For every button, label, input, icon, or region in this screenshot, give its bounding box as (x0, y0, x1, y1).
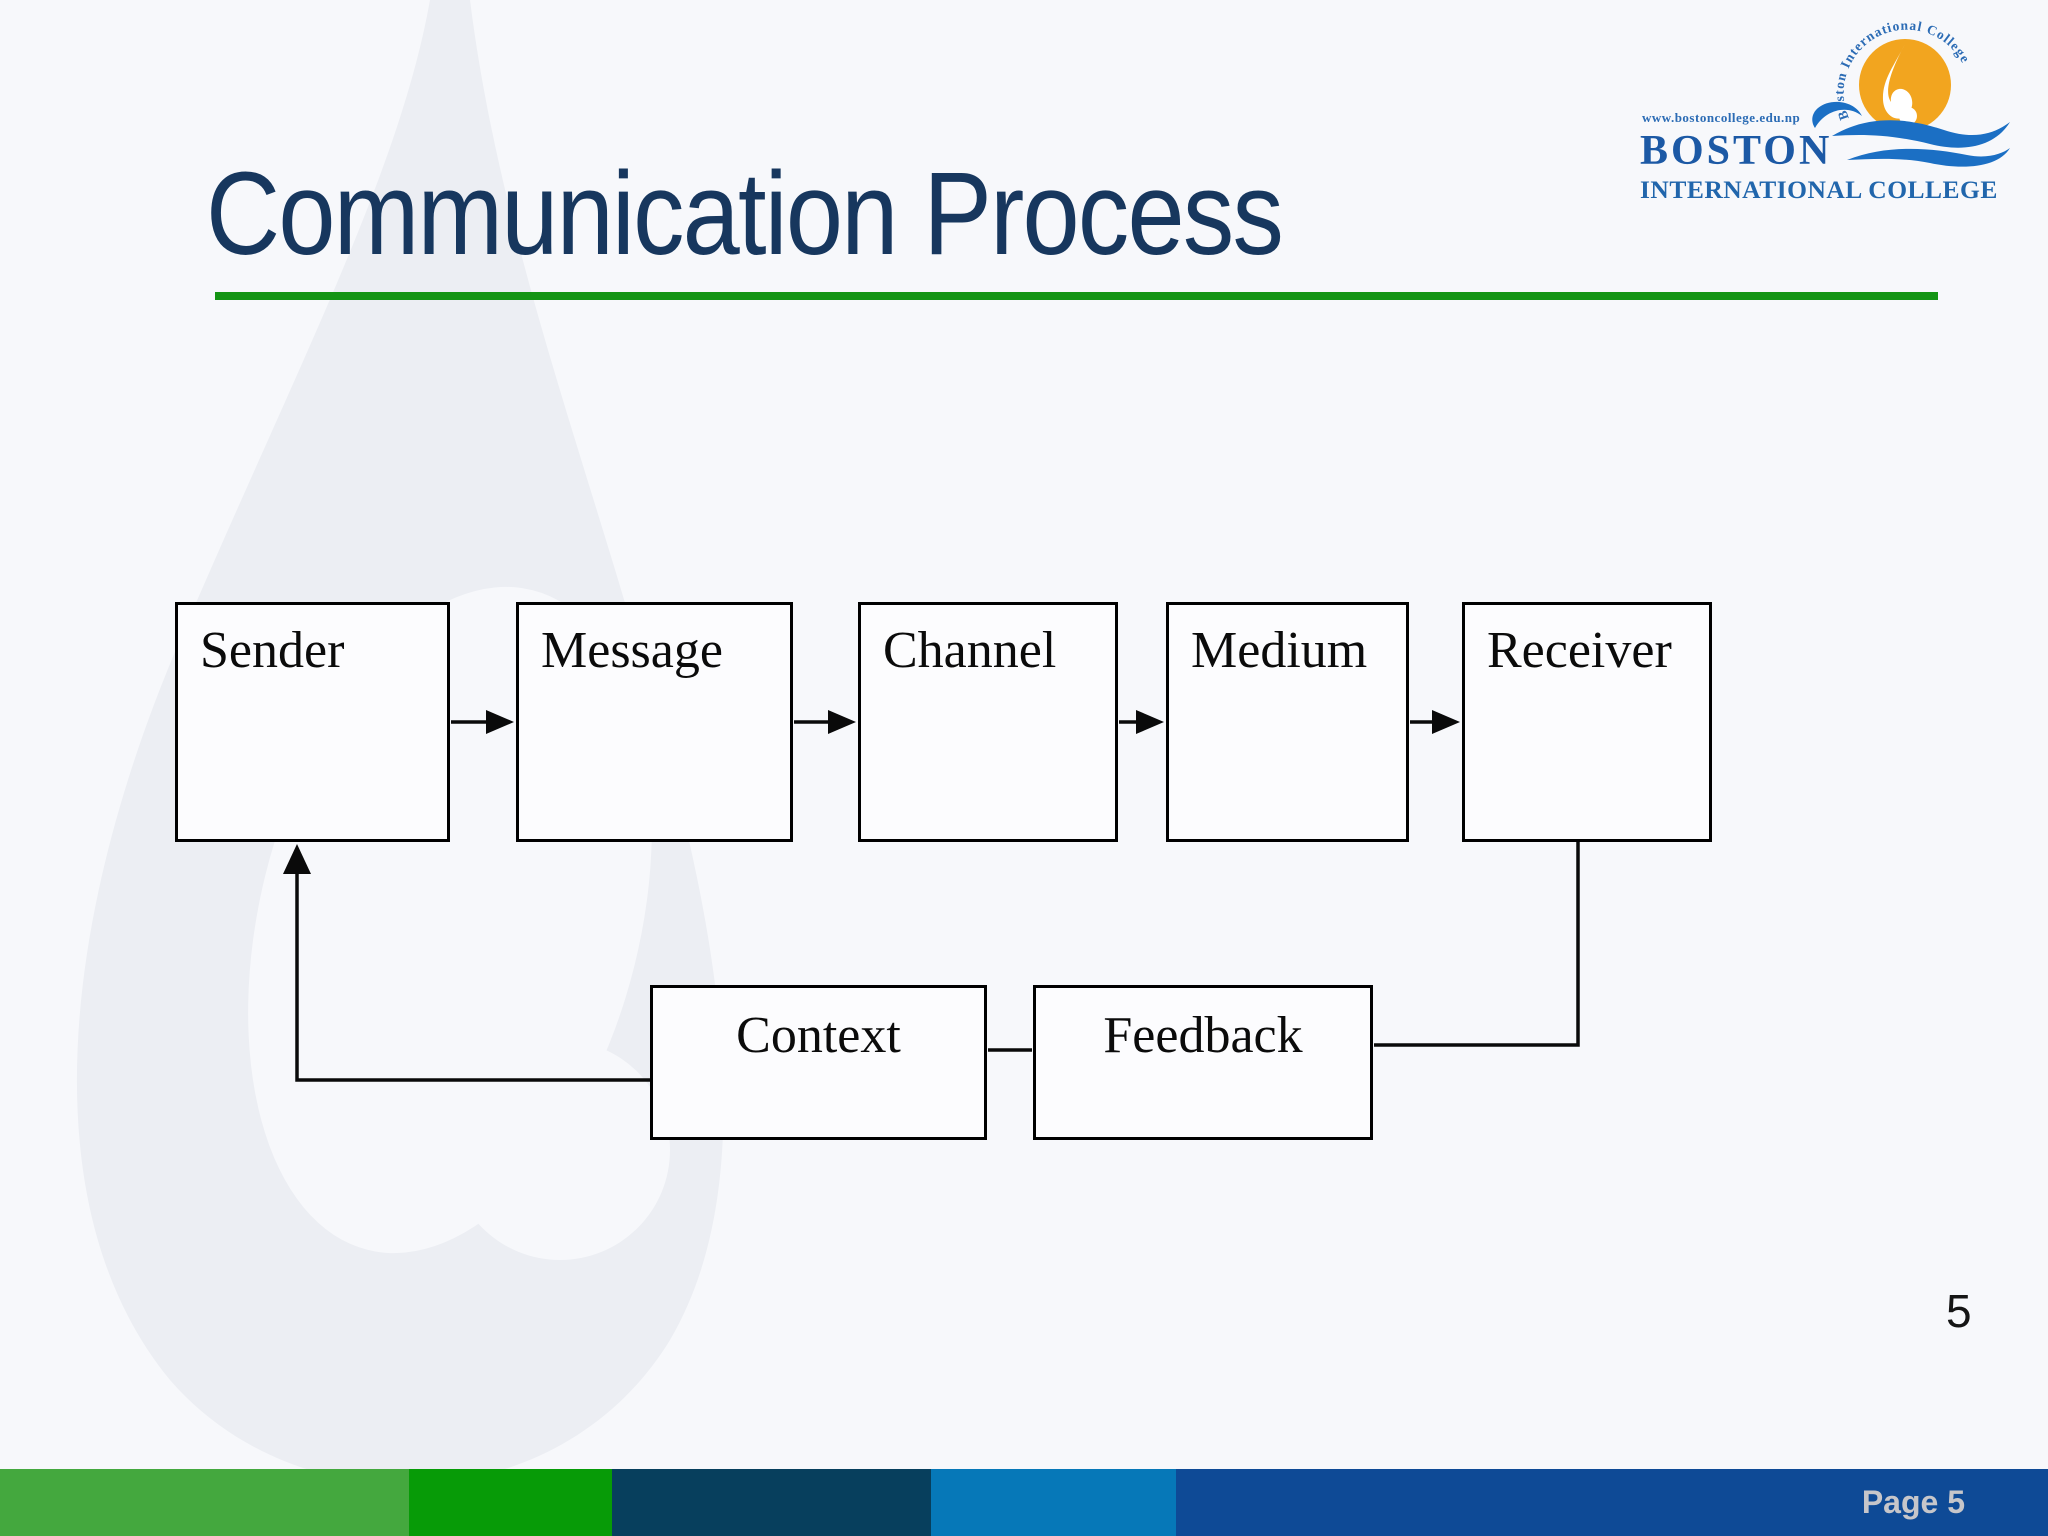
flow-box-label: Message (541, 622, 723, 679)
flow-box-sender: Sender (175, 602, 450, 842)
logo-flame-icon (1882, 44, 1913, 119)
logo-emblem-circle (1859, 39, 1951, 131)
loop-box-feedback: Feedback (1033, 985, 1373, 1140)
logo-url-text: www.bostoncollege.edu.np (1642, 110, 1800, 125)
flow-box-label: Receiver (1487, 622, 1672, 679)
logo-wave-lower (1847, 148, 2010, 167)
footer-page-label: Page 5 (1861, 1484, 1965, 1520)
logo-subname-text: INTERNATIONAL COLLEGE (1640, 175, 1998, 204)
flow-box-label: Sender (200, 622, 345, 679)
footer-segment-green (409, 1469, 612, 1536)
footer-segment-teal (612, 1469, 931, 1536)
flow-box-receiver: Receiver (1462, 602, 1712, 842)
flow-box-label: Channel (883, 622, 1057, 679)
page-title: Communication Process (206, 148, 1284, 280)
footer-segment-blue (931, 1469, 1176, 1536)
logo-wave-main (1832, 120, 2010, 148)
flow-box-medium: Medium (1166, 602, 1409, 842)
logo-flame-dot (1899, 107, 1917, 125)
loop-box-label: Context (736, 1007, 901, 1064)
logo-name-text: BOSTON (1640, 128, 1832, 174)
title-underline (215, 292, 1938, 300)
college-logo: Boston International College www.bostonc… (1640, 18, 2010, 204)
page-number: 5 (1946, 1285, 1972, 1337)
footer-segment-green-light (0, 1469, 409, 1536)
footer-segment-navy (1176, 1469, 2048, 1536)
loop-box-context: Context (650, 985, 987, 1140)
flow-box-label: Medium (1191, 622, 1368, 679)
footer-bar: Page 5 (0, 1469, 2048, 1536)
flow-box-channel: Channel (858, 602, 1118, 842)
loop-box-label: Feedback (1103, 1007, 1303, 1064)
flow-box-message: Message (516, 602, 793, 842)
logo-wave-icon (1812, 101, 1862, 128)
